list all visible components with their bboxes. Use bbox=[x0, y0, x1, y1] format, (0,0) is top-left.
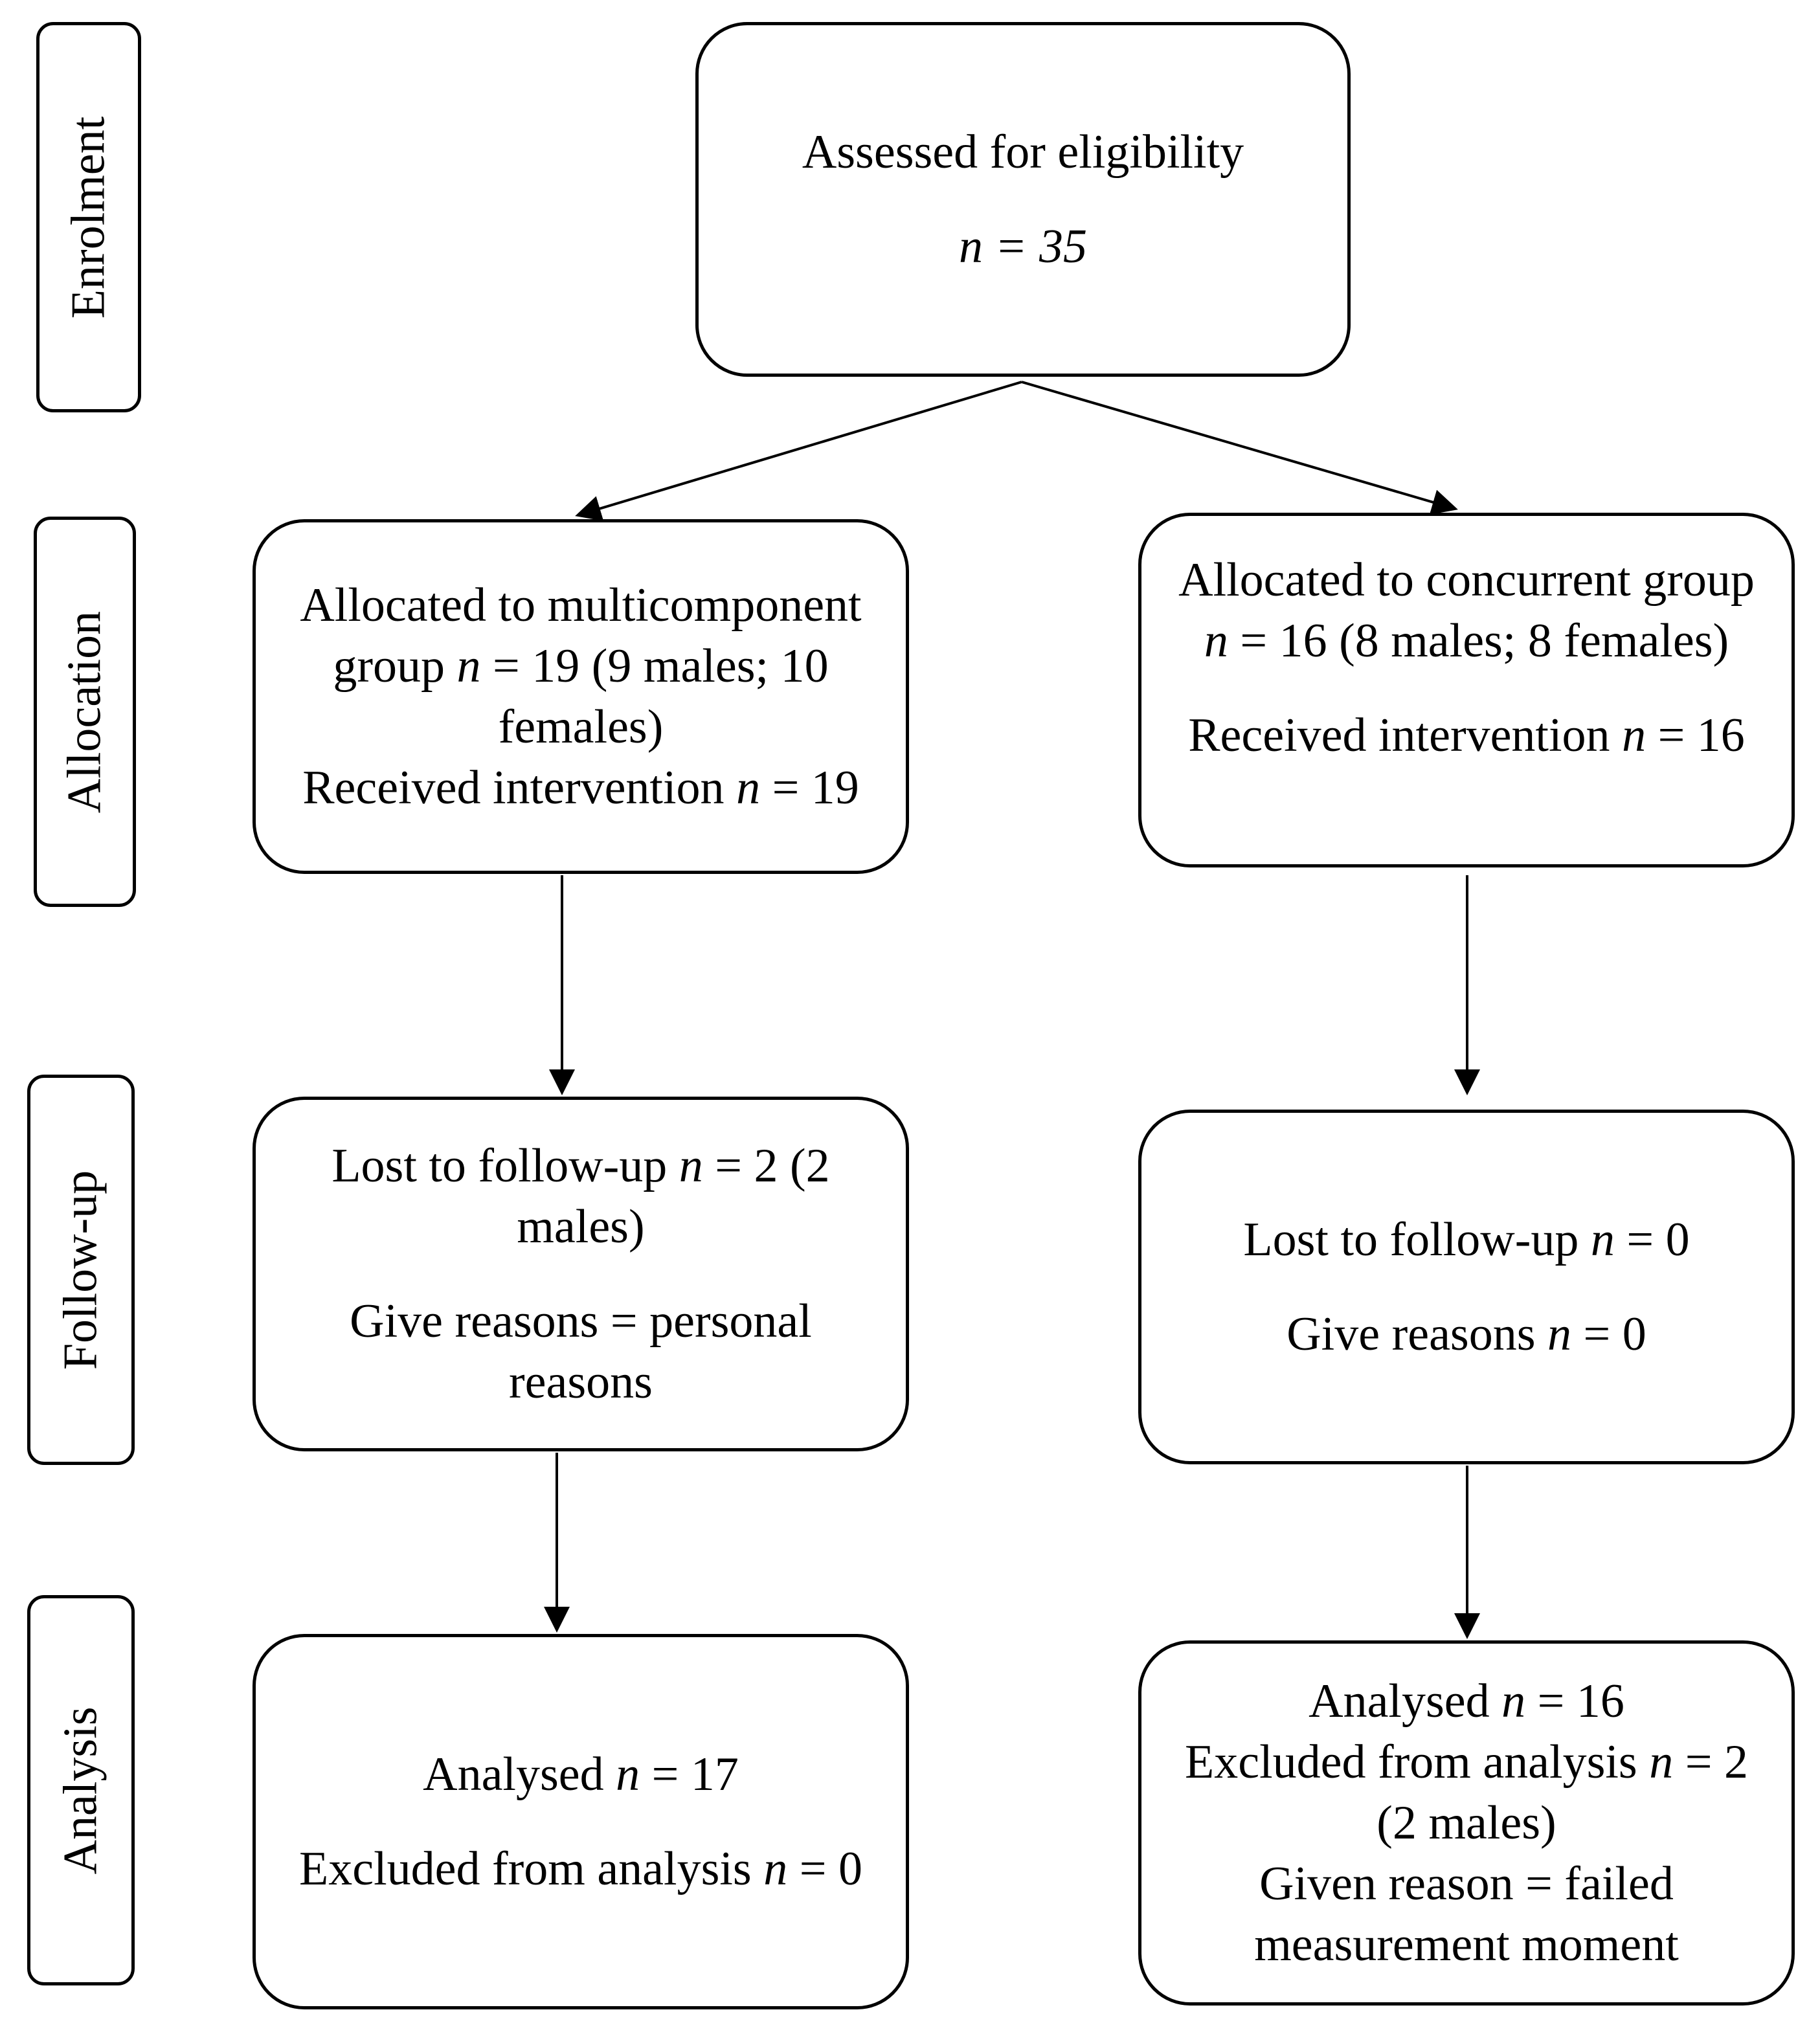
concurrent-excluded-males: (2 males) bbox=[1376, 1796, 1556, 1850]
multicomponent-received-intervention: Received intervention n = 19 bbox=[302, 761, 859, 814]
assessed-for-eligibility-box: Assessed for eligibility n = 35 bbox=[695, 22, 1351, 377]
concurrent-give-reasons: Give reasons n = 0 bbox=[1286, 1308, 1646, 1361]
multicomponent-excluded: Excluded from analysis n = 0 bbox=[299, 1842, 862, 1895]
multicomponent-lost-to-follow-up: Lost to follow-up n = 2 (2 bbox=[331, 1139, 830, 1192]
multicomponent-analysed: Analysed n = 17 bbox=[423, 1748, 739, 1801]
stage-analysis: Analysis bbox=[27, 1595, 135, 1985]
multicomponent-reasons-line: Give reasons = personal bbox=[350, 1295, 812, 1348]
multicomponent-allocation-line: Allocated to multicomponent bbox=[300, 579, 862, 632]
multicomponent-analysis-box: Analysed n = 17 Excluded from analysis n… bbox=[253, 1634, 909, 2009]
stage-follow-up: Follow-up bbox=[27, 1075, 135, 1465]
concurrent-allocation-line: Allocated to concurrent group bbox=[1178, 553, 1755, 607]
concurrent-reason-line: Given reason = failed bbox=[1259, 1857, 1674, 1910]
multicomponent-follow-up-box: Lost to follow-up n = 2 (2 males) Give r… bbox=[253, 1097, 909, 1451]
concurrent-excluded: Excluded from analysis n = 2 bbox=[1185, 1736, 1748, 1789]
arrow-enrolment-to-right bbox=[1021, 381, 1458, 515]
concurrent-analysis-box: Analysed n = 16 Excluded from analysis n… bbox=[1138, 1640, 1795, 2006]
multicomponent-reasons-line-2: reasons bbox=[509, 1356, 653, 1409]
concurrent-group-count: n = 16 (8 males; 8 females) bbox=[1204, 614, 1729, 667]
stage-enrolment: Enrolment bbox=[36, 22, 141, 412]
assessed-label: Assessed for eligibility bbox=[802, 126, 1244, 179]
concurrent-reason-line-2: measurement moment bbox=[1254, 1918, 1679, 1971]
multicomponent-females-line: females) bbox=[498, 700, 664, 754]
concurrent-follow-up-box: Lost to follow-up n = 0 Give reasons n =… bbox=[1138, 1110, 1795, 1464]
concurrent-allocation-box: Allocated to concurrent group n = 16 (8 … bbox=[1138, 513, 1795, 867]
multicomponent-group-count: group n = 19 (9 males; 10 bbox=[333, 640, 829, 693]
multicomponent-lost-males: males) bbox=[517, 1200, 645, 1253]
concurrent-analysed: Analysed n = 16 bbox=[1309, 1675, 1624, 1728]
concurrent-received-intervention: Received intervention n = 16 bbox=[1188, 709, 1745, 762]
multicomponent-allocation-box: Allocated to multicomponent group n = 19… bbox=[253, 519, 909, 874]
stage-allocation: Allocation bbox=[34, 517, 136, 907]
arrow-enrolment-to-left bbox=[575, 381, 1022, 521]
assessed-count: n = 35 bbox=[959, 220, 1087, 273]
concurrent-lost-to-follow-up: Lost to follow-up n = 0 bbox=[1243, 1213, 1690, 1266]
